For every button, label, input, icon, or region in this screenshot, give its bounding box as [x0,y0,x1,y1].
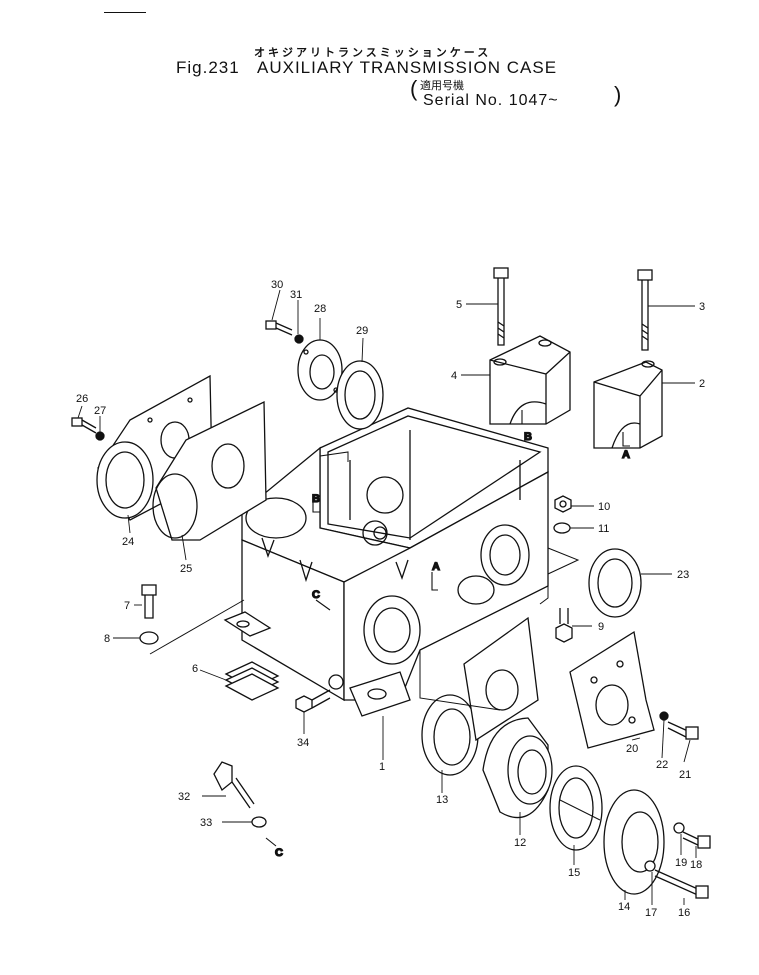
marker-a-top: A [622,449,630,461]
callout-16: 16 [678,907,690,919]
close-paren: ) [614,82,622,107]
gasket-25 [152,400,267,541]
callout-6: 6 [192,663,198,675]
callout-27: 27 [94,405,106,417]
callout-10: 10 [598,501,610,513]
cover-14 [603,789,665,895]
plate-20a [463,616,539,742]
callout-18: 18 [690,859,702,871]
callout-4: 4 [451,370,457,382]
plug-34 [295,689,331,713]
bolt-30 [265,320,293,336]
callout-31: 31 [290,289,302,301]
washer-31 [294,334,304,344]
bolt-16 [654,869,709,899]
cover-20 [569,630,655,749]
callout-30: 30 [271,279,283,291]
bolt-26 [71,417,97,434]
callout-2: 2 [699,378,705,390]
callout-23: 23 [677,569,689,581]
housing-12 [482,717,553,819]
washer-19 [673,822,685,834]
washer-27 [95,431,105,441]
marker-b-top: B [524,431,532,443]
callout-3: 3 [699,301,705,313]
callout-12: 12 [514,837,526,849]
callout-21: 21 [679,769,691,781]
nut-10 [554,495,572,513]
washer-11 [553,522,571,534]
callout-13: 13 [436,794,448,806]
callout-19: 19 [675,857,687,869]
callout-15: 15 [568,867,580,879]
callout-5: 5 [456,299,462,311]
marker-c-case: C [312,589,320,601]
leader-lines [77,289,697,905]
callout-20: 20 [626,743,638,755]
breather-32 [213,761,255,809]
callout-24: 24 [122,536,134,548]
header-rule [104,12,146,13]
callout-9: 9 [598,621,604,633]
gasket-29 [336,360,384,430]
callout-8: 8 [104,633,110,645]
figure-label: Fig.231 [176,58,240,77]
bearing-cap-left [489,335,571,425]
callout-7: 7 [124,600,130,612]
callout-1: 1 [379,761,385,773]
serial-number: Serial No. 1047~ [423,92,559,109]
callout-17: 17 [645,907,657,919]
bolt-9 [555,608,573,643]
washer-17 [644,860,656,872]
washer-8 [139,631,159,645]
cap-bolt-5 [493,267,509,346]
callout-11: 11 [598,523,609,535]
cover-28 [297,339,343,401]
washer-33 [251,816,267,828]
cap-bolt-3 [637,269,653,351]
callout-26: 26 [76,393,88,405]
callout-28: 28 [314,303,326,315]
callout-34: 34 [297,737,309,749]
callout-32: 32 [178,791,190,803]
gasket-23 [588,548,642,618]
bolt-21 [667,721,699,740]
callout-25: 25 [180,563,192,575]
page-title: AUXILIARY TRANSMISSION CASE [257,58,558,77]
washer-22 [659,711,669,721]
shim-6 [224,661,280,701]
japanese-title: オキジアリトランスミッションケース [254,47,492,59]
section-markers [265,410,630,847]
marker-c-bottom: C [275,847,283,859]
applicable-label: 適用号機 [420,80,464,92]
callout-33: 33 [200,817,212,829]
bolt-18 [682,831,711,849]
callout-29: 29 [356,325,368,337]
callout-22: 22 [656,759,668,771]
open-paren: ( [410,76,418,101]
callout-14: 14 [618,901,630,913]
bolt-7 [141,584,157,619]
transmission-case [223,407,549,717]
guide-lines [149,448,601,821]
marker-b-case: B [312,493,320,505]
marker-a-case: A [432,561,440,573]
gasket-13 [421,694,479,776]
bearing-cap-right [593,360,663,449]
